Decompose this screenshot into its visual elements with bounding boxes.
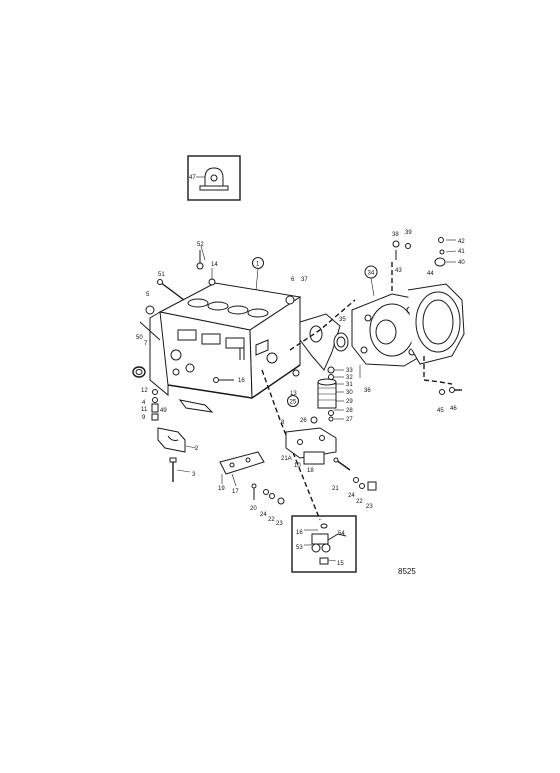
label-5: 5 — [146, 292, 150, 298]
label-33: 33 — [346, 368, 353, 374]
label-42: 42 — [458, 239, 465, 245]
drawing-number: 8525 — [398, 567, 416, 576]
label-41: 41 — [458, 249, 465, 255]
label-38: 38 — [392, 232, 399, 238]
circled-label-25: 25 — [287, 395, 299, 407]
label-23-right: 23 — [366, 504, 373, 510]
label-47: 47 — [189, 175, 196, 181]
circled-label-34: 34 — [364, 265, 378, 297]
label-4: 4 — [142, 400, 146, 406]
bolt-stack-left — [151, 389, 159, 421]
label-18: 18 — [307, 468, 314, 474]
label-30: 30 — [346, 390, 353, 396]
tube-38-39 — [391, 240, 411, 292]
label-16: 16 — [238, 378, 245, 384]
svg-text:25: 25 — [290, 400, 297, 406]
plug-6 — [285, 295, 295, 305]
label-3: 3 — [192, 472, 196, 478]
stud-51 — [157, 279, 185, 301]
label-6: 6 — [291, 277, 295, 283]
label-53: 53 — [296, 545, 303, 551]
label-24-left: 24 — [260, 512, 267, 518]
label-49: 49 — [160, 408, 167, 414]
label-14: 14 — [211, 262, 218, 268]
label-29: 29 — [346, 399, 353, 405]
label-37: 37 — [301, 277, 308, 283]
svg-text:1: 1 — [256, 262, 260, 268]
label-51: 51 — [158, 272, 165, 278]
oil-pump-bracket-18 — [285, 427, 337, 465]
label-24-right: 24 — [348, 493, 355, 499]
label-52: 52 — [197, 242, 204, 248]
label-13: 13 — [290, 391, 297, 397]
dashed-guide-line-rear — [289, 299, 356, 351]
bolt-group-20-24-22-23 — [251, 483, 285, 505]
label-7: 7 — [144, 341, 148, 347]
bolt-group-24-22-23-right — [353, 477, 377, 491]
bolt-16 — [213, 377, 234, 383]
stud-50 — [139, 321, 161, 341]
svg-text:34: 34 — [368, 271, 375, 277]
plug-5 — [145, 305, 155, 315]
oil-filter-assembly — [310, 366, 344, 424]
gasket-35 — [299, 313, 349, 371]
bolt-14 — [208, 268, 216, 286]
rail-17 — [219, 451, 265, 487]
stud-21 — [333, 457, 351, 471]
label-9: 9 — [142, 415, 146, 421]
label-28: 28 — [346, 408, 353, 414]
label-44: 44 — [427, 271, 434, 277]
label-45: 45 — [437, 408, 444, 414]
label-32: 32 — [346, 375, 353, 381]
label-46: 46 — [450, 406, 457, 412]
label-20-left: 20 — [250, 506, 257, 512]
label-12: 12 — [141, 388, 148, 394]
flywheel-housing-34 — [351, 283, 465, 378]
label-8: 8 — [281, 420, 285, 426]
callout-numbers: 52 14 51 5 6 37 50 7 12 4 11 9 49 16 13 … — [136, 230, 465, 567]
label-50: 50 — [136, 335, 143, 341]
dashed-guide-45 — [423, 356, 453, 385]
label-36: 36 — [364, 388, 371, 394]
label-15: 15 — [337, 561, 344, 567]
inset-box-bottom — [291, 515, 357, 573]
engine-block — [149, 282, 302, 413]
label-22-right: 22 — [356, 499, 363, 505]
parts-40-42 — [434, 237, 457, 267]
bolt-3 — [169, 457, 191, 482]
label-19-left: 19 — [218, 486, 225, 492]
label-26: 26 — [300, 418, 307, 424]
bolts-45-46 — [439, 387, 462, 395]
label-21: 21 — [332, 486, 339, 492]
label-23-left: 23 — [276, 521, 283, 527]
label-43: 43 — [395, 268, 402, 274]
label-21A: 21A — [281, 456, 292, 462]
label-10: 10 — [294, 463, 301, 469]
seal-7 — [132, 366, 146, 378]
label-16-inset: 16 — [296, 530, 303, 536]
inset-box-top: 47 — [187, 155, 241, 201]
label-31: 31 — [346, 382, 353, 388]
circled-label-1: 1 — [252, 257, 264, 291]
label-40: 40 — [458, 260, 465, 266]
label-11: 11 — [141, 407, 148, 413]
label-54: 54 — [338, 531, 345, 537]
label-2: 2 — [195, 446, 199, 452]
label-17: 17 — [232, 489, 239, 495]
bearing-cap-2 — [157, 427, 197, 453]
label-27: 27 — [346, 417, 353, 423]
label-22-left: 22 — [268, 517, 275, 523]
label-35: 35 — [339, 317, 346, 323]
label-39: 39 — [405, 230, 412, 236]
part-13 — [292, 369, 300, 377]
bolt-52 — [196, 245, 206, 270]
